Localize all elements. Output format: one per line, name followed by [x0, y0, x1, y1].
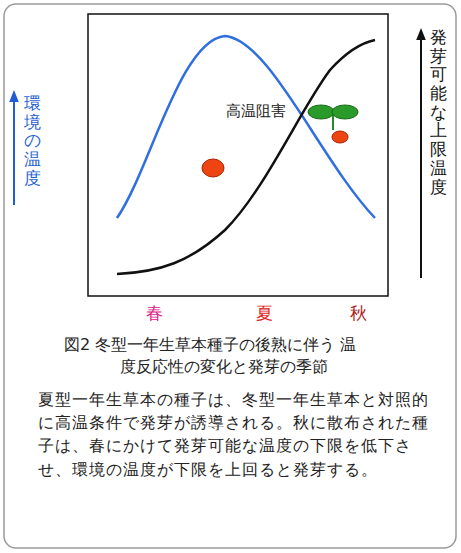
seedling: [308, 105, 358, 143]
figure-caption: 図2 冬型一年生草本種子の後熟に伴う 温度反応性の変化と発芽の季節: [120, 334, 360, 379]
panel-frame: [4, 4, 456, 548]
season-label: 秋: [350, 302, 367, 324]
limit-axis-arrow: [420, 34, 422, 278]
season-label: 春: [146, 302, 163, 324]
chart-frame: [88, 14, 388, 296]
season-label: 夏: [256, 302, 273, 324]
axis-title: 環境の温度: [24, 94, 41, 187]
chart-annotation: 高温阻害: [226, 102, 286, 122]
seed: [202, 159, 224, 177]
axis-title: 発芽可能な上限温度: [430, 28, 447, 196]
environment-axis-arrow: [13, 96, 15, 205]
body-note: 夏型一年生草本の種子は、冬型一年生草本と対照的に高温条件で発芽が誘導される。秋に…: [38, 388, 430, 481]
upper-limit-curve: [117, 40, 375, 274]
